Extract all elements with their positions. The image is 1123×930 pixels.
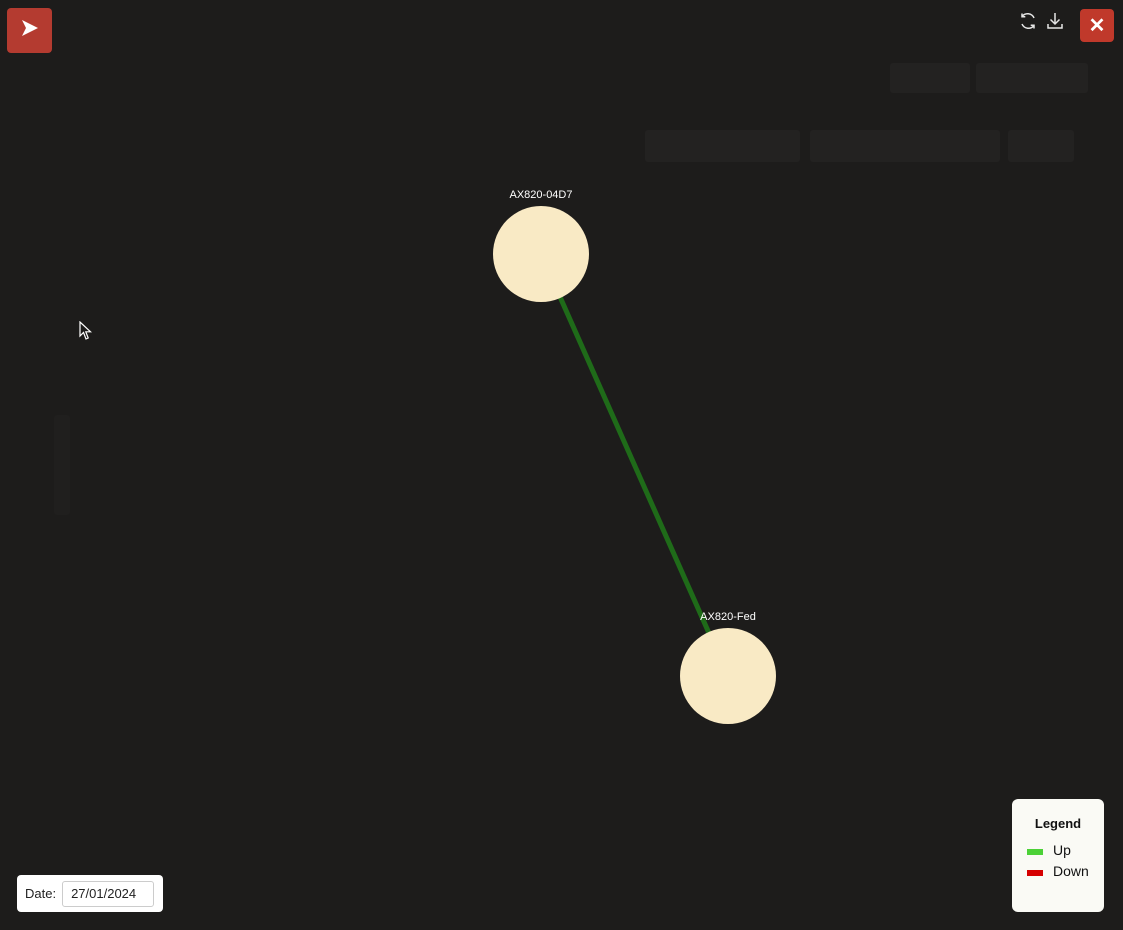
background-button-shape (890, 63, 970, 93)
refresh-icon (1018, 11, 1038, 36)
background-button-shape (1008, 130, 1074, 162)
legend: Legend Up Down (1012, 799, 1104, 912)
background-button-shape (645, 130, 800, 162)
legend-item-up: Up (1027, 835, 1104, 864)
date-filter: Date: (17, 875, 163, 912)
send-arrow-icon (20, 18, 40, 44)
link-up[interactable] (538, 252, 731, 678)
logo-button[interactable] (7, 8, 52, 53)
node-circle[interactable] (493, 206, 589, 302)
download-icon (1045, 11, 1065, 36)
node-circle[interactable] (680, 628, 776, 724)
graph-node[interactable]: AX820-04D7 (493, 189, 589, 302)
legend-label-down: Down (1053, 862, 1089, 879)
legend-item-down: Down (1027, 856, 1104, 885)
background-panel-shape (54, 415, 70, 515)
close-button[interactable]: ✕ (1080, 9, 1114, 42)
graph-node[interactable]: AX820-Fed (680, 611, 776, 724)
legend-swatch-down (1027, 869, 1043, 876)
background-button-shape (810, 130, 1000, 162)
download-button[interactable] (1044, 12, 1066, 34)
refresh-button[interactable] (1017, 12, 1039, 34)
close-icon: ✕ (1088, 15, 1106, 37)
node-label: AX820-04D7 (510, 189, 573, 201)
legend-swatch-up (1027, 848, 1043, 855)
date-label: Date: (25, 886, 57, 901)
node-label: AX820-Fed (700, 611, 756, 623)
legend-label-up: Up (1053, 841, 1071, 858)
background-button-shape (976, 63, 1088, 93)
date-input[interactable] (62, 880, 155, 907)
legend-title: Legend (1034, 816, 1082, 831)
mouse-cursor-icon (79, 320, 93, 346)
